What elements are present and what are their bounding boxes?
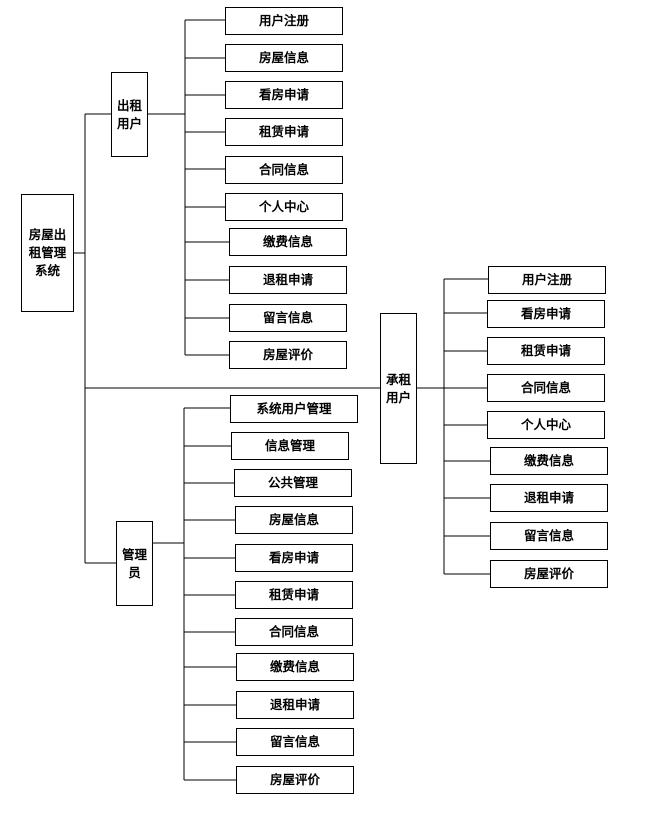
item-label: 房屋评价 xyxy=(523,566,574,581)
tenant-item: 留言信息 xyxy=(490,522,608,550)
item-label: 合同信息 xyxy=(520,380,571,395)
landlord-item: 房屋信息 xyxy=(225,44,343,72)
admin-item: 系统用户管理 xyxy=(230,395,358,423)
admin-item: 公共管理 xyxy=(234,469,352,497)
item-label: 个人中心 xyxy=(258,199,309,214)
item-label: 退租申请 xyxy=(523,490,574,505)
item-label: 租赁申请 xyxy=(258,124,309,139)
admin-item: 退租申请 xyxy=(236,691,354,719)
item-label: 房屋信息 xyxy=(258,50,309,65)
tenant-item: 退租申请 xyxy=(490,484,608,512)
tenant-item: 用户注册 xyxy=(488,266,606,294)
item-label: 用户注册 xyxy=(521,272,572,287)
landlord-item: 用户注册 xyxy=(225,7,343,35)
admin-item: 缴费信息 xyxy=(236,653,354,681)
item-label: 看房申请 xyxy=(258,87,309,102)
item-label: 缴费信息 xyxy=(523,453,574,468)
item-label: 个人中心 xyxy=(520,417,571,432)
item-label: 退租申请 xyxy=(269,697,320,712)
landlord-item: 留言信息 xyxy=(229,304,347,332)
role-node-tenant: 承租用户 xyxy=(380,313,417,464)
root-node: 房屋出租管理系统 xyxy=(21,194,74,312)
role-label: 承租用户 xyxy=(385,371,411,405)
item-label: 看房申请 xyxy=(520,306,571,321)
item-label: 租赁申请 xyxy=(520,343,571,358)
landlord-item: 看房申请 xyxy=(225,81,343,109)
landlord-item: 房屋评价 xyxy=(229,341,347,369)
tenant-item: 房屋评价 xyxy=(490,560,608,588)
root-label: 房屋出租管理系统 xyxy=(28,227,67,278)
landlord-item: 缴费信息 xyxy=(229,228,347,256)
item-label: 房屋评价 xyxy=(262,347,313,362)
admin-item: 留言信息 xyxy=(236,728,354,756)
item-label: 用户注册 xyxy=(258,13,309,28)
item-label: 缴费信息 xyxy=(269,659,320,674)
item-label: 合同信息 xyxy=(268,624,319,639)
item-label: 留言信息 xyxy=(523,528,574,543)
item-label: 系统用户管理 xyxy=(256,401,332,416)
tenant-item: 看房申请 xyxy=(487,300,605,328)
item-label: 留言信息 xyxy=(269,734,320,749)
item-label: 房屋信息 xyxy=(268,512,319,527)
landlord-item: 租赁申请 xyxy=(225,118,343,146)
item-label: 退租申请 xyxy=(262,272,313,287)
item-label: 房屋评价 xyxy=(269,772,320,787)
admin-item: 信息管理 xyxy=(231,432,349,460)
tenant-item: 合同信息 xyxy=(487,374,605,402)
item-label: 合同信息 xyxy=(258,162,309,177)
role-label: 管理员 xyxy=(121,546,147,580)
item-label: 信息管理 xyxy=(264,438,315,453)
role-node-admin: 管理员 xyxy=(116,521,153,606)
item-label: 缴费信息 xyxy=(262,234,313,249)
tenant-item: 个人中心 xyxy=(487,411,605,439)
tenant-item: 租赁申请 xyxy=(487,337,605,365)
tenant-item: 缴费信息 xyxy=(490,447,608,475)
admin-item: 看房申请 xyxy=(235,544,353,572)
admin-item: 房屋信息 xyxy=(235,506,353,534)
landlord-item: 退租申请 xyxy=(229,266,347,294)
admin-item: 租赁申请 xyxy=(235,581,353,609)
item-label: 留言信息 xyxy=(262,310,313,325)
role-node-landlord: 出租用户 xyxy=(111,72,148,157)
item-label: 看房申请 xyxy=(268,550,319,565)
role-label: 出租用户 xyxy=(116,97,142,131)
landlord-item: 个人中心 xyxy=(225,193,343,221)
admin-item: 房屋评价 xyxy=(236,766,354,794)
item-label: 公共管理 xyxy=(267,475,318,490)
item-label: 租赁申请 xyxy=(268,587,319,602)
landlord-item: 合同信息 xyxy=(225,156,343,184)
admin-item: 合同信息 xyxy=(235,618,353,646)
